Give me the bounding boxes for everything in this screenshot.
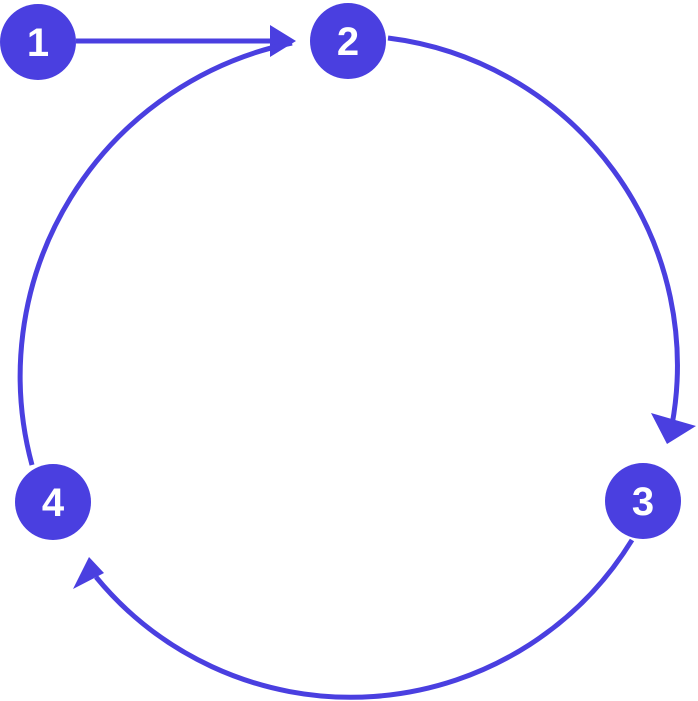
step-node-2: 2 (310, 3, 386, 79)
arrowhead-2-to-3 (651, 413, 696, 444)
connector-2-to-3 (387, 35, 680, 426)
connector-3-to-4 (94, 538, 635, 700)
step-node-4: 4 (15, 464, 91, 540)
step-node-3: 3 (605, 463, 681, 539)
step-node-1-circle (0, 4, 76, 80)
arrowhead-1-to-2 (270, 25, 296, 57)
step-node-1-label: 1 (27, 21, 49, 65)
step-node-1: 1 (0, 4, 76, 80)
step-node-3-circle (605, 463, 681, 539)
step-node-4-label: 4 (42, 481, 65, 525)
step-node-2-circle (310, 3, 386, 79)
step-node-2-label: 2 (337, 20, 359, 64)
step-node-4-circle (15, 464, 91, 540)
connector-4-to-2 (17, 40, 293, 466)
arrowhead-3-to-4 (73, 557, 104, 589)
step-node-3-label: 3 (632, 480, 654, 524)
